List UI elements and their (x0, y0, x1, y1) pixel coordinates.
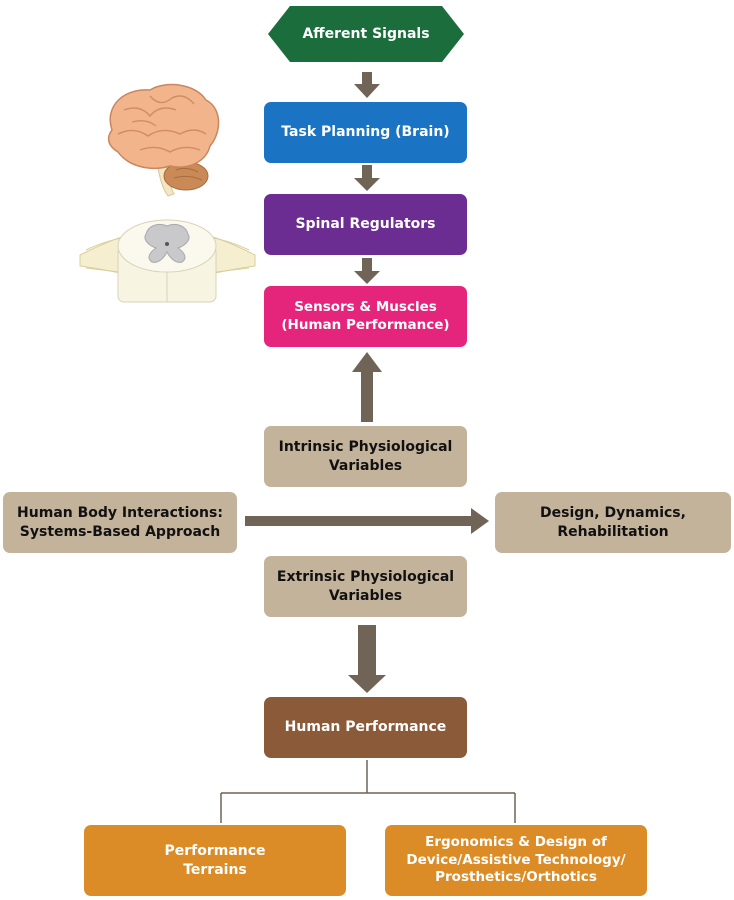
node-spinal-regulators: Spinal Regulators (264, 194, 467, 255)
node-sensors-muscles: Sensors & Muscles (Human Performance) (264, 286, 467, 347)
node-afferent-signals: Afferent Signals (268, 6, 464, 62)
diamond-shape (268, 6, 464, 62)
node-label: Afferent Signals (302, 26, 430, 42)
spinal-cord-icon (79, 219, 256, 303)
node-intrinsic-variables: Intrinsic Physiological Variables (264, 426, 467, 487)
node-task-planning: Task Planning (Brain) (264, 102, 467, 163)
node-ergonomics-design: Ergonomics & Design of Device/Assistive … (385, 825, 647, 896)
connector-lines (220, 760, 516, 823)
node-human-body-interactions: Human Body Interactions: Systems-Based A… (3, 492, 237, 553)
node-human-performance: Human Performance (264, 697, 467, 758)
node-extrinsic-variables: Extrinsic Physiological Variables (264, 556, 467, 617)
node-design-dynamics: Design, Dynamics, Rehabilitation (495, 492, 731, 553)
node-performance-terrains: Performance Terrains (84, 825, 346, 896)
